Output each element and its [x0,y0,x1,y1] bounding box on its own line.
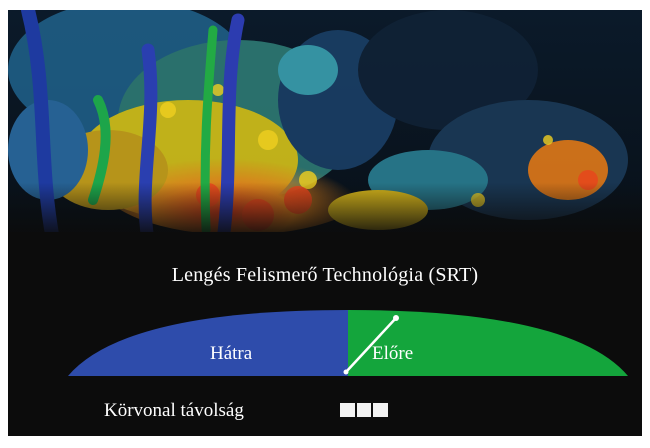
distance-segment [356,403,372,417]
back-label: Hátra [210,343,253,364]
distance-indicator [340,403,389,417]
gauge-needle-tip [393,315,399,321]
title: Lengés Felismerő Technológia (SRT) [171,264,479,286]
distance-segment [373,403,389,417]
direction-gauge [68,310,628,376]
gauge-forward-half [348,310,628,376]
gauge-back-half [68,310,348,376]
distance-segment [340,403,355,417]
distance-label: Körvonal távolság [104,400,244,421]
infographic-panel: Lengés Felismerő Technológia (SRT) Hátra… [8,10,642,436]
thermal-forest-image [8,10,642,240]
gauge-needle-base [343,369,349,375]
gauge-needle [345,317,397,373]
forward-label: Előre [372,343,414,364]
